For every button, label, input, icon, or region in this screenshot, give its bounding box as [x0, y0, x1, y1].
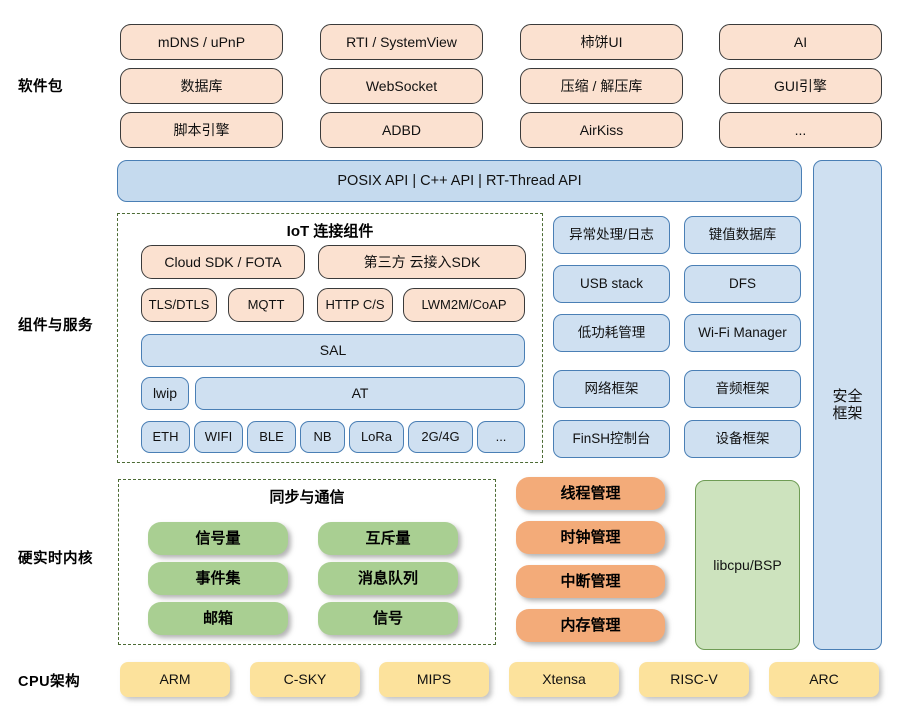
package-adbd[interactable]: ADBD	[320, 112, 483, 148]
package-script-engine[interactable]: 脚本引擎	[120, 112, 283, 148]
component-network-framework[interactable]: 网络框架	[553, 370, 670, 408]
kernel-event-set[interactable]: 事件集	[148, 562, 288, 595]
row-label-components-services: 组件与服务	[18, 318, 93, 334]
row-label-cpu-architecture: CPU架构	[18, 674, 81, 690]
kernel-mutex[interactable]: 互斥量	[318, 522, 458, 555]
iot-cloud-sdk-fota[interactable]: Cloud SDK / FOTA	[141, 245, 305, 279]
iot-connectivity-container: IoT 连接组件	[117, 213, 543, 463]
iot-third-party-cloud-sdk[interactable]: 第三方 云接入SDK	[318, 245, 526, 279]
component-key-value-database[interactable]: 键值数据库	[684, 216, 801, 254]
kernel-mailbox[interactable]: 邮箱	[148, 602, 288, 635]
row-label-hard-realtime-kernel: 硬实时内核	[18, 551, 93, 567]
iot-lwm2m-coap[interactable]: LWM2M/CoAP	[403, 288, 525, 322]
iot-connectivity-title: IoT 连接组件	[286, 223, 374, 240]
cpu-arch-arc[interactable]: ARC	[769, 662, 879, 697]
component-dfs[interactable]: DFS	[684, 265, 801, 303]
sync-communication-title: 同步与通信	[269, 489, 345, 506]
iot-lwip[interactable]: lwip	[141, 377, 189, 410]
iot-tls-dtls[interactable]: TLS/DTLS	[141, 288, 217, 322]
kernel-interrupt-management[interactable]: 中断管理	[516, 565, 665, 598]
package-gui-engine[interactable]: GUI引擎	[719, 68, 882, 104]
cpu-arch-csky[interactable]: C-SKY	[250, 662, 360, 697]
component-exception-log[interactable]: 异常处理/日志	[553, 216, 670, 254]
cpu-arch-riscv[interactable]: RISC-V	[639, 662, 749, 697]
api-layer-bar[interactable]: POSIX API | C++ API | RT-Thread API	[117, 160, 802, 202]
package-more[interactable]: ...	[719, 112, 882, 148]
iot-at[interactable]: AT	[195, 377, 525, 410]
package-ai[interactable]: AI	[719, 24, 882, 60]
component-device-framework[interactable]: 设备框架	[684, 420, 801, 458]
iot-link-more[interactable]: ...	[477, 421, 525, 453]
iot-link-ble[interactable]: BLE	[247, 421, 296, 453]
kernel-memory-management[interactable]: 内存管理	[516, 609, 665, 642]
libcpu-bsp[interactable]: libcpu/BSP	[695, 480, 800, 650]
kernel-thread-management[interactable]: 线程管理	[516, 477, 665, 510]
kernel-clock-management[interactable]: 时钟管理	[516, 521, 665, 554]
row-label-software-packages: 软件包	[18, 79, 63, 95]
cpu-arch-mips[interactable]: MIPS	[379, 662, 489, 697]
iot-mqtt[interactable]: MQTT	[228, 288, 304, 322]
iot-link-wifi[interactable]: WIFI	[194, 421, 243, 453]
iot-http-cs[interactable]: HTTP C/S	[317, 288, 393, 322]
iot-link-nb[interactable]: NB	[300, 421, 345, 453]
package-database[interactable]: 数据库	[120, 68, 283, 104]
package-websocket[interactable]: WebSocket	[320, 68, 483, 104]
kernel-semaphore[interactable]: 信号量	[148, 522, 288, 555]
component-audio-framework[interactable]: 音频框架	[684, 370, 801, 408]
package-compression-lib[interactable]: 压缩 / 解压库	[520, 68, 683, 104]
package-airkiss[interactable]: AirKiss	[520, 112, 683, 148]
package-persimmon-ui[interactable]: 柿饼UI	[520, 24, 683, 60]
iot-sal[interactable]: SAL	[141, 334, 525, 367]
kernel-signal[interactable]: 信号	[318, 602, 458, 635]
cpu-arch-arm[interactable]: ARM	[120, 662, 230, 697]
cpu-arch-xtensa[interactable]: Xtensa	[509, 662, 619, 697]
component-finsh-console[interactable]: FinSH控制台	[553, 420, 670, 458]
iot-link-lora[interactable]: LoRa	[349, 421, 404, 453]
security-framework-line1: 安全	[832, 387, 863, 405]
security-framework-column[interactable]: 安全 框架	[813, 160, 882, 650]
kernel-message-queue[interactable]: 消息队列	[318, 562, 458, 595]
package-rti-systemview[interactable]: RTI / SystemView	[320, 24, 483, 60]
iot-link-eth[interactable]: ETH	[141, 421, 190, 453]
iot-link-2g-4g[interactable]: 2G/4G	[408, 421, 473, 453]
sync-communication-container: 同步与通信	[118, 479, 496, 645]
package-mdns-upnp[interactable]: mDNS / uPnP	[120, 24, 283, 60]
component-wifi-manager[interactable]: Wi-Fi Manager	[684, 314, 801, 352]
component-low-power-management[interactable]: 低功耗管理	[553, 314, 670, 352]
component-usb-stack[interactable]: USB stack	[553, 265, 670, 303]
security-framework-line2: 框架	[832, 405, 863, 422]
